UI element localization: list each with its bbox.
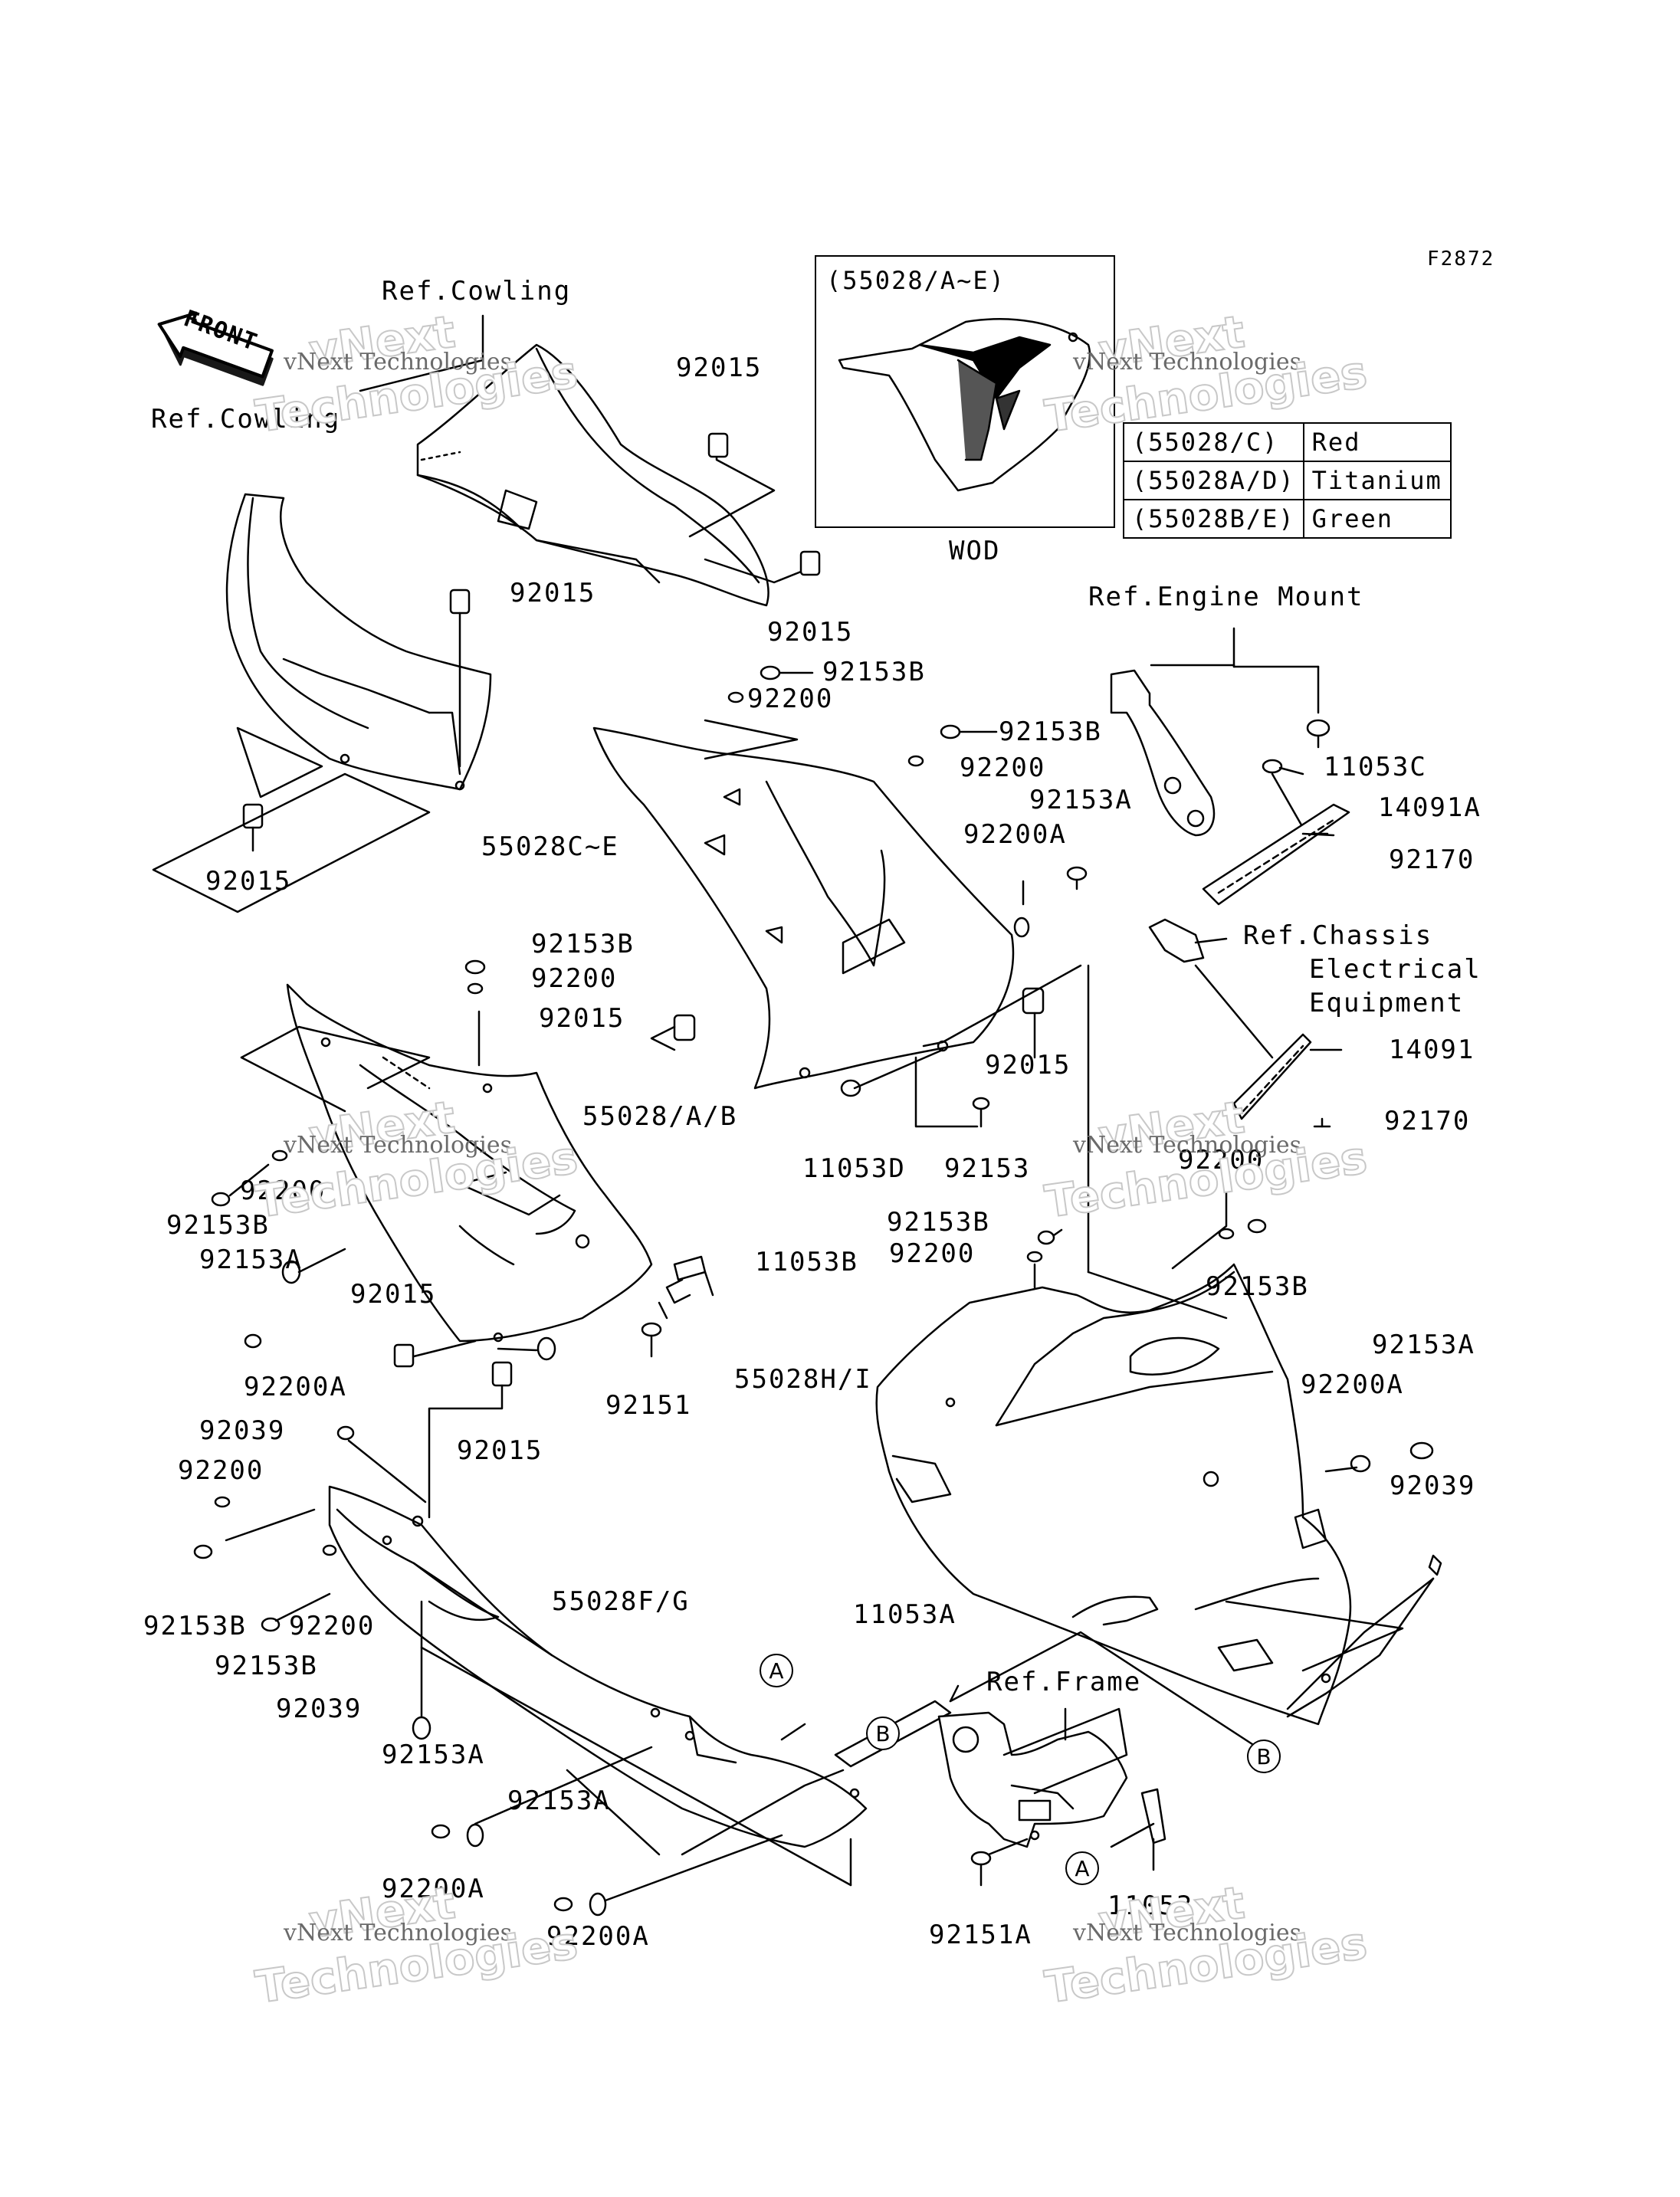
part-number: 92153B — [1206, 1271, 1309, 1302]
ref-label: Electrical — [1309, 954, 1481, 985]
wod-inset-cowl — [838, 318, 1091, 492]
color-legend-table: (55028/C)Red (55028A/D)Titanium (55028B/… — [1123, 422, 1452, 539]
part-number: 11053A — [853, 1599, 956, 1630]
front-arrow-icon — [157, 311, 274, 386]
frame-ref-part — [937, 1707, 1128, 1848]
figure-code: F2872 — [1427, 248, 1495, 271]
engine-mount-bracket — [1110, 669, 1216, 837]
callout-circle: A — [1065, 1851, 1099, 1885]
legend-row: (55028/C)Red — [1123, 422, 1452, 462]
side-panel-55028AB — [286, 983, 653, 1343]
legend-row: (55028A/D)Titanium — [1123, 461, 1452, 500]
part-number: 92200 — [1178, 1145, 1265, 1176]
part-number: 92039 — [276, 1694, 363, 1724]
part-number: 92151A — [929, 1920, 1032, 1950]
inset-caption: WOD — [949, 536, 1001, 566]
part-number: 92039 — [1390, 1471, 1476, 1501]
part-number: 92015 — [510, 578, 596, 608]
callout-circle: B — [866, 1717, 900, 1750]
part-number: 92153B — [531, 929, 635, 959]
part-number: 92153 — [944, 1153, 1031, 1184]
part-number: 92015 — [676, 353, 763, 383]
part-number: 92153B — [215, 1651, 318, 1681]
legend-code: (55028A/D) — [1123, 461, 1304, 500]
part-number: 92015 — [539, 1003, 625, 1034]
part-number: 92200A — [963, 819, 1067, 850]
part-number: 92200A — [1301, 1369, 1404, 1400]
part-number: 55028C~E — [481, 831, 619, 862]
part-number: 92170 — [1389, 844, 1475, 875]
part-number: 92170 — [1384, 1106, 1471, 1136]
ref-label: Ref.Cowling — [382, 276, 572, 307]
part-number: 11053C — [1324, 752, 1427, 782]
part-number: 92153B — [887, 1207, 990, 1238]
legend-row: (55028B/E)Green — [1123, 499, 1452, 539]
legend-color: Red — [1302, 422, 1452, 462]
part-number: 55028F/G — [552, 1586, 690, 1617]
ref-label: Ref.Engine Mount — [1088, 582, 1364, 612]
part-number: 92153A — [1372, 1330, 1475, 1360]
callout-circle: A — [760, 1654, 793, 1687]
part-number: 92015 — [205, 866, 292, 897]
callout-circle: B — [1247, 1740, 1281, 1773]
part-number: 92153B — [999, 716, 1102, 747]
part-number: 11053 — [1107, 1890, 1194, 1921]
part-number: 92039 — [199, 1415, 286, 1446]
ref-label: Ref.Cowling — [151, 404, 341, 434]
part-number: 92200 — [960, 753, 1046, 783]
part-number: 92200A — [546, 1921, 650, 1952]
part-number: 55028/A/B — [582, 1101, 738, 1132]
part-number: 92200 — [240, 1176, 326, 1206]
part-number: 92153B — [822, 657, 926, 687]
part-number: 92153A — [199, 1244, 303, 1275]
wod-inset-box — [815, 255, 1115, 528]
legend-color: Titanium — [1302, 461, 1452, 500]
legend-code: (55028/C) — [1123, 422, 1304, 462]
part-number: 92200A — [382, 1874, 485, 1904]
part-number: 92200 — [747, 684, 834, 714]
inset-title: (55028/A~E) — [826, 266, 1006, 295]
part-number: 92200A — [244, 1372, 347, 1402]
ref-label: Equipment — [1309, 988, 1465, 1018]
part-number: 55028H/I — [734, 1364, 872, 1395]
legend-code: (55028B/E) — [1123, 499, 1304, 539]
part-number: 92153B — [166, 1210, 270, 1241]
legend-color: Green — [1302, 499, 1452, 539]
under-cowl-55028FG — [328, 1485, 868, 1848]
part-number: 14091 — [1389, 1035, 1475, 1065]
part-number: 92153A — [382, 1740, 485, 1770]
part-number: 92015 — [350, 1279, 437, 1310]
part-number: 92015 — [767, 617, 854, 648]
part-number: 92200 — [289, 1611, 376, 1641]
part-number: 92153A — [1029, 785, 1133, 815]
part-number: 92153B — [143, 1611, 247, 1641]
part-number: 92153A — [507, 1785, 611, 1816]
upper-cowl-ref-part — [416, 343, 769, 607]
part-number: 92015 — [457, 1435, 543, 1466]
left-inner-cowl-ref-part — [225, 493, 492, 791]
part-number: 14091A — [1378, 792, 1481, 823]
part-number: 11053B — [755, 1247, 858, 1277]
ref-label: Ref.Chassis — [1243, 920, 1433, 951]
lower-cowl-55028HI — [875, 1263, 1352, 1726]
side-cowl-55028C-part — [592, 726, 1015, 1090]
part-number: 11053D — [802, 1153, 906, 1184]
ref-label: Ref.Frame — [986, 1667, 1142, 1697]
part-number: 92200 — [889, 1238, 976, 1269]
part-number: 92200 — [178, 1455, 264, 1486]
part-number: 92200 — [531, 963, 618, 994]
part-number: 92015 — [985, 1050, 1071, 1080]
part-number: 92151 — [605, 1390, 692, 1421]
